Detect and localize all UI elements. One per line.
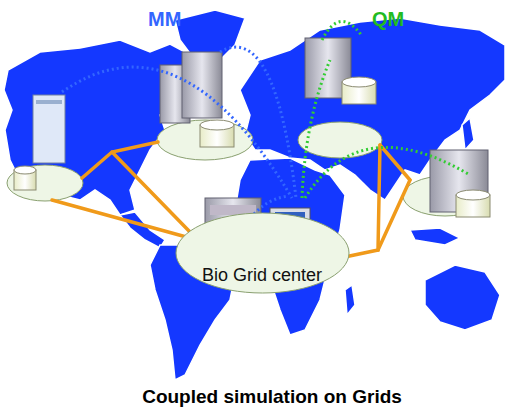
qm-arcs — [302, 21, 470, 198]
mm-arcs — [62, 47, 296, 222]
site-ellipse: Bio Grid center — [175, 212, 350, 294]
continents — [4, 10, 505, 380]
method-label: QM — [372, 8, 404, 31]
site-name: Bio Grid center — [175, 265, 350, 286]
caption: Coupled simulation on Grids — [142, 386, 402, 408]
method-label: MM — [148, 8, 181, 31]
